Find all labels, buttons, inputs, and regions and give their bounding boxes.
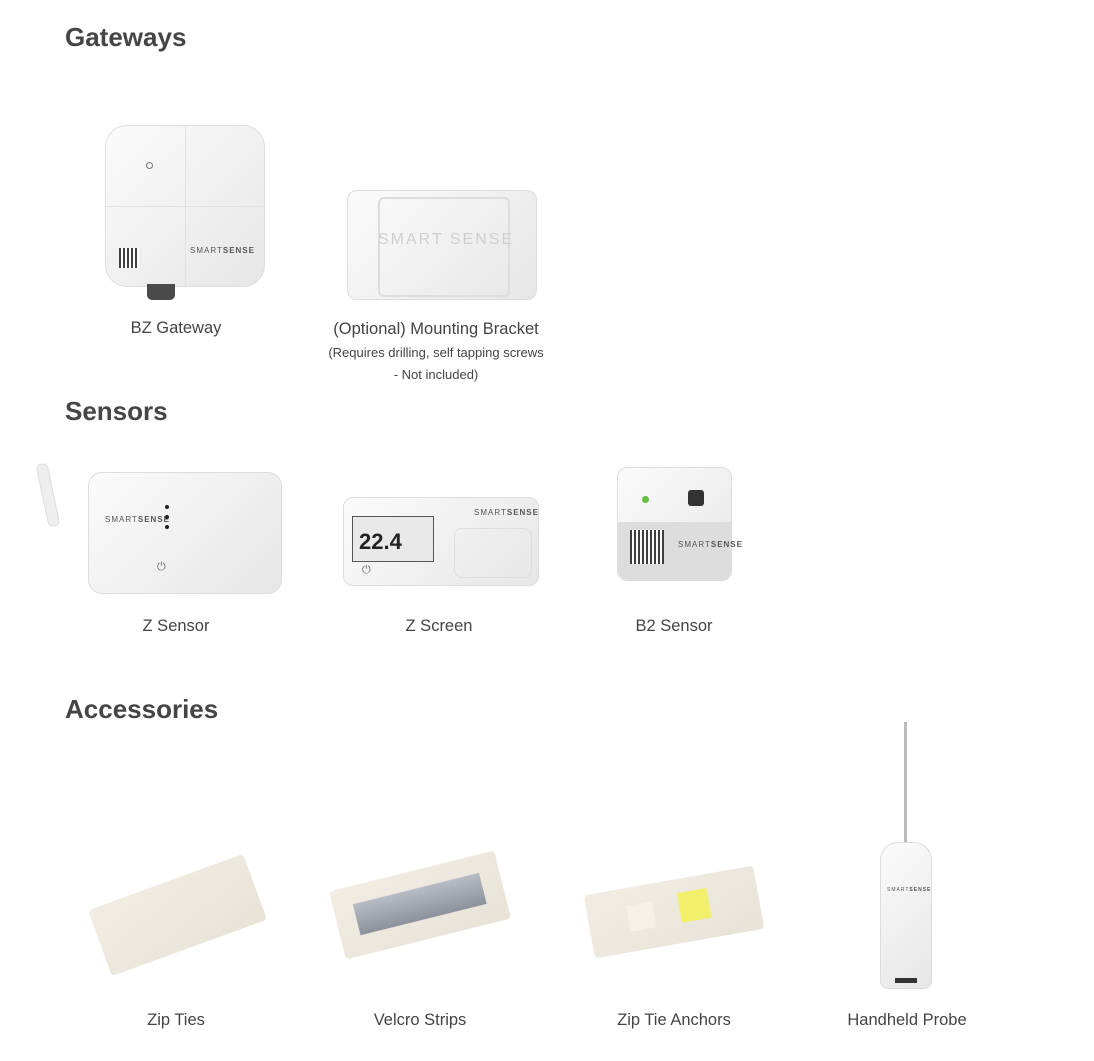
zip-tie-anchors-image bbox=[583, 865, 765, 959]
section-heading-sensors: Sensors bbox=[65, 396, 168, 426]
antenna bbox=[35, 462, 61, 528]
product-label: (Optional) Mounting Bracket bbox=[333, 320, 539, 338]
z-sensor-image: SMARTSENSE ⏻ bbox=[88, 472, 282, 594]
product-label: Zip Ties bbox=[147, 1011, 205, 1029]
b2-sensor-image: SMARTSENSE bbox=[617, 467, 742, 581]
product-label: Handheld Probe bbox=[847, 1011, 967, 1029]
product-note: (Requires drilling, self tapping screws bbox=[328, 345, 544, 360]
velcro-strips-image bbox=[329, 850, 511, 960]
product-label: Z Screen bbox=[405, 617, 473, 635]
product-label: Velcro Strips bbox=[373, 1011, 467, 1029]
probe-needle bbox=[904, 722, 907, 844]
product-label: BZ Gateway bbox=[130, 319, 222, 337]
z-screen-image: 22.4 SMARTSENSE ⏻ bbox=[343, 497, 539, 586]
section-heading-accessories: Accessories bbox=[65, 694, 219, 724]
handheld-probe-image: SMARTSENSE bbox=[880, 842, 932, 989]
mounting-bracket-image: SMART SENSE bbox=[347, 190, 537, 300]
product-label: Z Sensor bbox=[142, 617, 210, 635]
product-note: - Not included) bbox=[393, 367, 479, 382]
screen-reading: 22.4 bbox=[359, 529, 402, 554]
product-label: B2 Sensor bbox=[635, 617, 713, 635]
bz-gateway-image: SMARTSENSE bbox=[105, 125, 265, 287]
section-heading-gateways: Gateways bbox=[65, 22, 187, 52]
product-label: Zip Tie Anchors bbox=[617, 1011, 731, 1029]
gateway-connector bbox=[147, 284, 175, 300]
zip-ties-image bbox=[88, 853, 267, 977]
